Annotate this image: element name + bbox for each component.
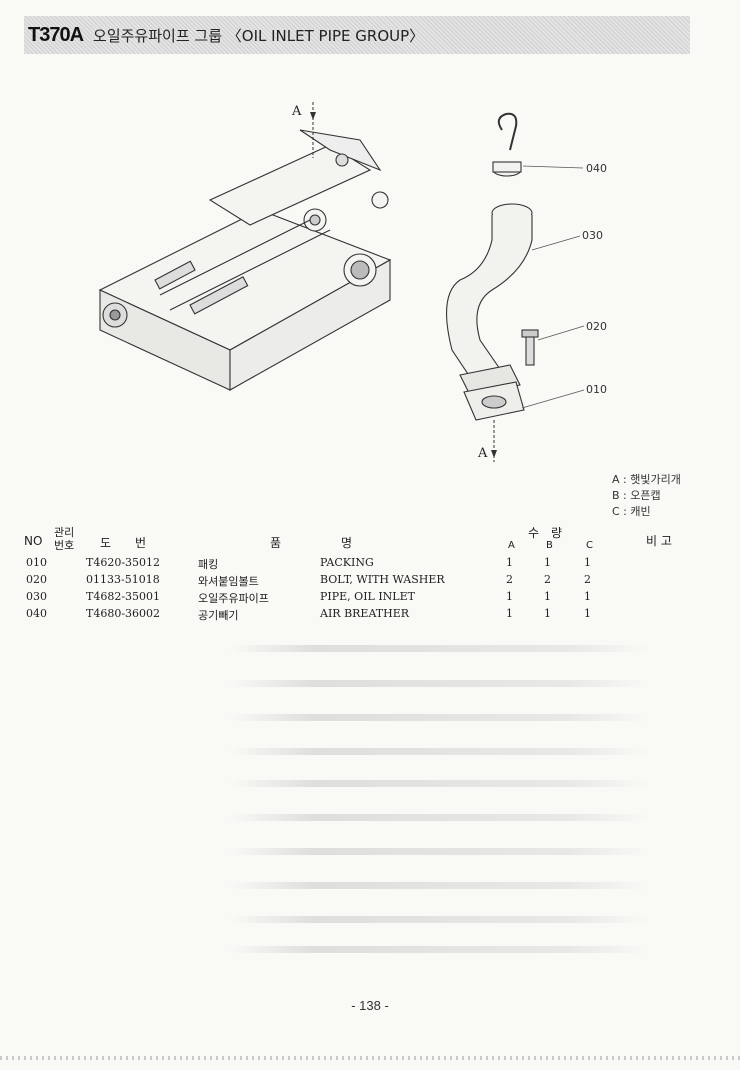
cell-name-kr: 와셔붙임볼트 bbox=[198, 575, 259, 588]
header-no: NO bbox=[24, 534, 43, 548]
cell-name-en: PACKING bbox=[320, 556, 374, 569]
cell-name-en: AIR BREATHER bbox=[320, 607, 410, 620]
page-number: - 138 - bbox=[351, 998, 389, 1013]
cell-no: 030 bbox=[26, 590, 47, 603]
callout-010: 010 bbox=[586, 383, 607, 396]
variant-legend: A : 햇빛가리개 B : 오픈캡 C : 캐빈 bbox=[612, 472, 681, 520]
cell-part-number: T4682-35001 bbox=[86, 590, 161, 603]
header-qty-a: A bbox=[508, 540, 515, 551]
scan-bleed-line bbox=[230, 916, 650, 923]
header-part-name: 품 명 bbox=[270, 536, 353, 550]
header-qty-c: C bbox=[586, 540, 593, 551]
cell-name-en: BOLT, WITH WASHER bbox=[320, 573, 445, 586]
scan-bleed-line bbox=[230, 882, 650, 889]
cell-part-number: 01133-51018 bbox=[86, 573, 160, 586]
cell-qty-b: 1 bbox=[544, 590, 551, 603]
legend-item: B : 오픈캡 bbox=[612, 489, 661, 502]
header-mgmt-bottom: 번호 bbox=[54, 539, 75, 552]
cell-qty-a: 2 bbox=[506, 573, 513, 586]
cell-no: 040 bbox=[26, 607, 47, 620]
housing-drawing bbox=[98, 129, 392, 391]
group-title: 오일주유파이프 그룹 〈OIL INLET PIPE GROUP〉 bbox=[93, 26, 425, 45]
parts-table: NO 관리 번호 도 번 품 명 수 량 A B C 비 고 010 T4620… bbox=[24, 522, 704, 624]
cell-qty-c: 1 bbox=[584, 556, 591, 569]
table-header: NO 관리 번호 도 번 품 명 수 량 A B C 비 고 bbox=[24, 522, 704, 556]
table-row: 030 T4682-35001 오일주유파이프 PIPE, OIL INLET … bbox=[24, 590, 704, 607]
cell-qty-b: 1 bbox=[544, 607, 551, 620]
legend-item: C : 캐빈 bbox=[612, 505, 651, 518]
cell-part-number: T4680-36002 bbox=[86, 607, 161, 620]
scan-bleed-line bbox=[230, 645, 650, 652]
scan-bleed-line bbox=[230, 780, 650, 787]
cell-qty-c: 1 bbox=[584, 590, 591, 603]
header-mgmt-top: 관리 bbox=[54, 526, 75, 539]
view-label-top: A bbox=[291, 104, 302, 119]
scan-bleed-line bbox=[230, 680, 650, 687]
table-row: 010 T4620-35012 패킹 PACKING 1 1 1 bbox=[24, 556, 704, 573]
cell-name-kr: 패킹 bbox=[198, 558, 219, 571]
cell-name-kr: 오일주유파이프 bbox=[198, 592, 269, 605]
scan-bleed-line bbox=[230, 848, 650, 855]
view-label-bottom: A bbox=[477, 446, 488, 461]
cell-name-kr: 공기빼기 bbox=[198, 609, 239, 622]
scan-bleed-line bbox=[230, 946, 650, 953]
header-qty-b: B bbox=[546, 540, 553, 551]
table-row: 040 T4680-36002 공기빼기 AIR BREATHER 1 1 1 bbox=[24, 607, 704, 624]
cell-no: 010 bbox=[26, 556, 47, 569]
scan-bleed-line bbox=[230, 748, 650, 755]
header-drawing-no: 도 번 bbox=[100, 536, 147, 550]
scan-edge bbox=[0, 1056, 740, 1060]
pipe-drawing bbox=[446, 112, 539, 421]
callout-020: 020 bbox=[586, 320, 607, 333]
callout-030: 030 bbox=[582, 229, 603, 242]
scan-bleed-line bbox=[230, 814, 650, 821]
cell-name-en: PIPE, OIL INLET bbox=[320, 590, 415, 603]
legend-item: A : 햇빛가리개 bbox=[612, 473, 681, 486]
cell-qty-c: 1 bbox=[584, 607, 591, 620]
model-code: T370A bbox=[28, 23, 84, 46]
page-header: T370A 오일주유파이프 그룹 〈OIL INLET PIPE GROUP〉 bbox=[24, 16, 690, 54]
cell-qty-c: 2 bbox=[584, 573, 591, 586]
parts-diagram: A A 040 030 020 010 bbox=[98, 102, 607, 462]
cell-qty-b: 2 bbox=[544, 573, 551, 586]
scan-bleed-line bbox=[230, 714, 650, 721]
header-quantity: 수 량 bbox=[528, 526, 563, 540]
cell-qty-a: 1 bbox=[506, 590, 513, 603]
cell-qty-b: 1 bbox=[544, 556, 551, 569]
cell-no: 020 bbox=[26, 573, 47, 586]
cell-qty-a: 1 bbox=[506, 607, 513, 620]
callout-040: 040 bbox=[586, 162, 607, 175]
cell-qty-a: 1 bbox=[506, 556, 513, 569]
table-row: 020 01133-51018 와셔붙임볼트 BOLT, WITH WASHER… bbox=[24, 573, 704, 590]
header-remarks: 비 고 bbox=[646, 534, 672, 548]
cell-part-number: T4620-35012 bbox=[86, 556, 161, 569]
